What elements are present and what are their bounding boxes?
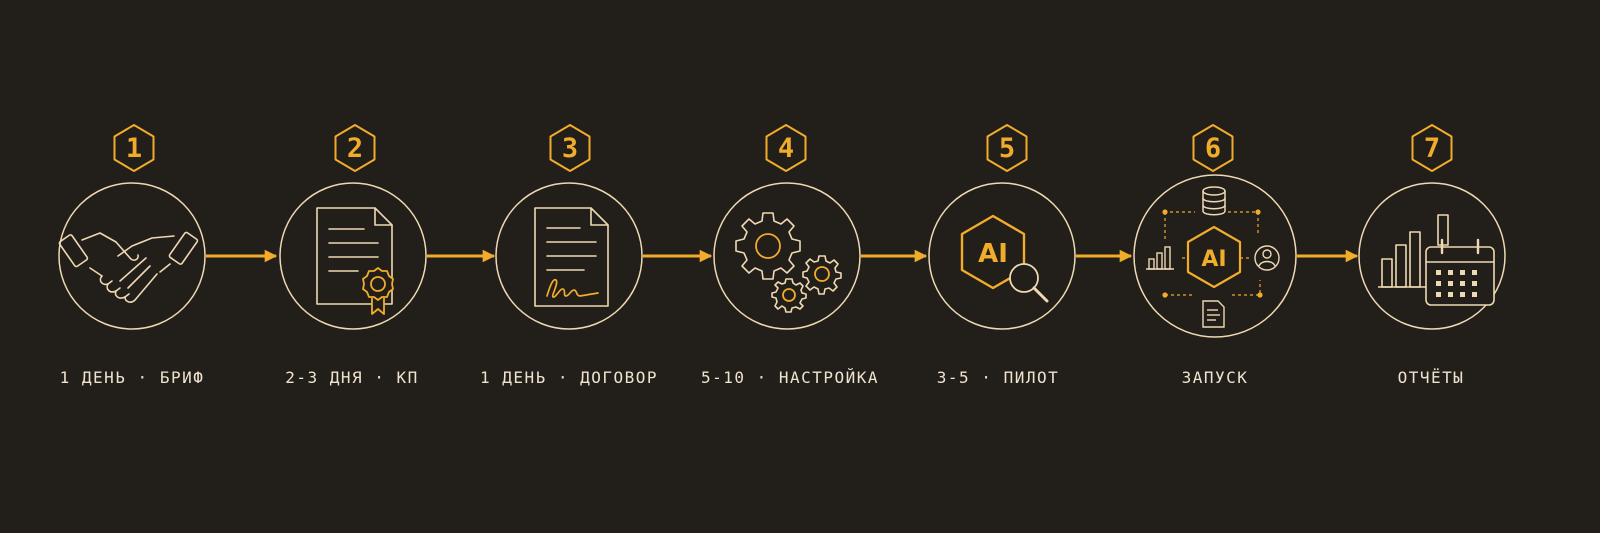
step-2-number: 2 [347,133,363,164]
calendar-day-grid [1436,270,1477,297]
step-7-caption: ОТЧЁТЫ [1397,368,1465,387]
step-5-badge: 5 [986,124,1028,172]
mini-document-icon [1202,300,1225,328]
gears-icon [735,212,842,313]
step-3-number: 3 [562,133,578,164]
step-1-number: 1 [126,133,142,164]
magnifier-lens [1009,263,1039,293]
user-icon [1254,245,1280,271]
step-3-circle [495,182,643,330]
ai-network-icon: AI [1146,186,1280,328]
reports-calendar-icon [1378,214,1495,306]
step-7-badge: 7 [1411,124,1453,172]
step-5-caption: 3-5 · ПИЛОТ [936,368,1060,387]
step-4-caption: 5-10 · НАСТРОЙКА [700,368,880,387]
step-7-number: 7 [1424,133,1440,164]
step-3-badge: 3 [549,124,591,172]
certificate-document-icon [316,207,393,305]
small-gear-bottom [771,278,807,313]
step-2-caption: 2-3 ДНЯ · КП [285,368,419,387]
step-6-circle [1133,174,1297,338]
mini-bar-chart-icon [1146,246,1174,270]
seal-icon [362,267,394,315]
step-3-caption: 1 ДЕНЬ · ДОГОВОР [479,368,659,387]
step-6-badge: 6 [1192,124,1234,172]
ai-network-label: AI [1201,247,1226,272]
step-2-circle [279,182,427,330]
step-1-caption: 1 ДЕНЬ · БРИФ [59,368,205,387]
small-gear-right [802,255,842,295]
step-5-number: 5 [999,133,1015,164]
step-4-badge: 4 [765,124,807,172]
step-4-number: 4 [778,133,794,164]
step-7-circle [1358,182,1506,330]
step-4-circle [713,182,861,330]
step-1-circle [58,182,206,330]
database-icon [1202,186,1226,216]
signature-mark [546,278,599,298]
step-circles [58,174,1506,338]
step-6-caption: ЗАПУСК [1181,368,1249,387]
handshake-icon [58,231,199,303]
magnifier-handle [1032,286,1049,303]
step-1-badge: 1 [113,124,155,172]
step-2-badge: 2 [334,124,376,172]
signed-contract-icon [534,207,609,307]
ai-search-icon: AI [960,214,1049,303]
ai-search-label: AI [978,239,1008,269]
large-gear [735,212,801,280]
step-6-number: 6 [1205,133,1221,164]
step-5-circle [928,182,1076,330]
step-number-badges: 1 2 3 4 5 6 7 [113,124,1453,172]
